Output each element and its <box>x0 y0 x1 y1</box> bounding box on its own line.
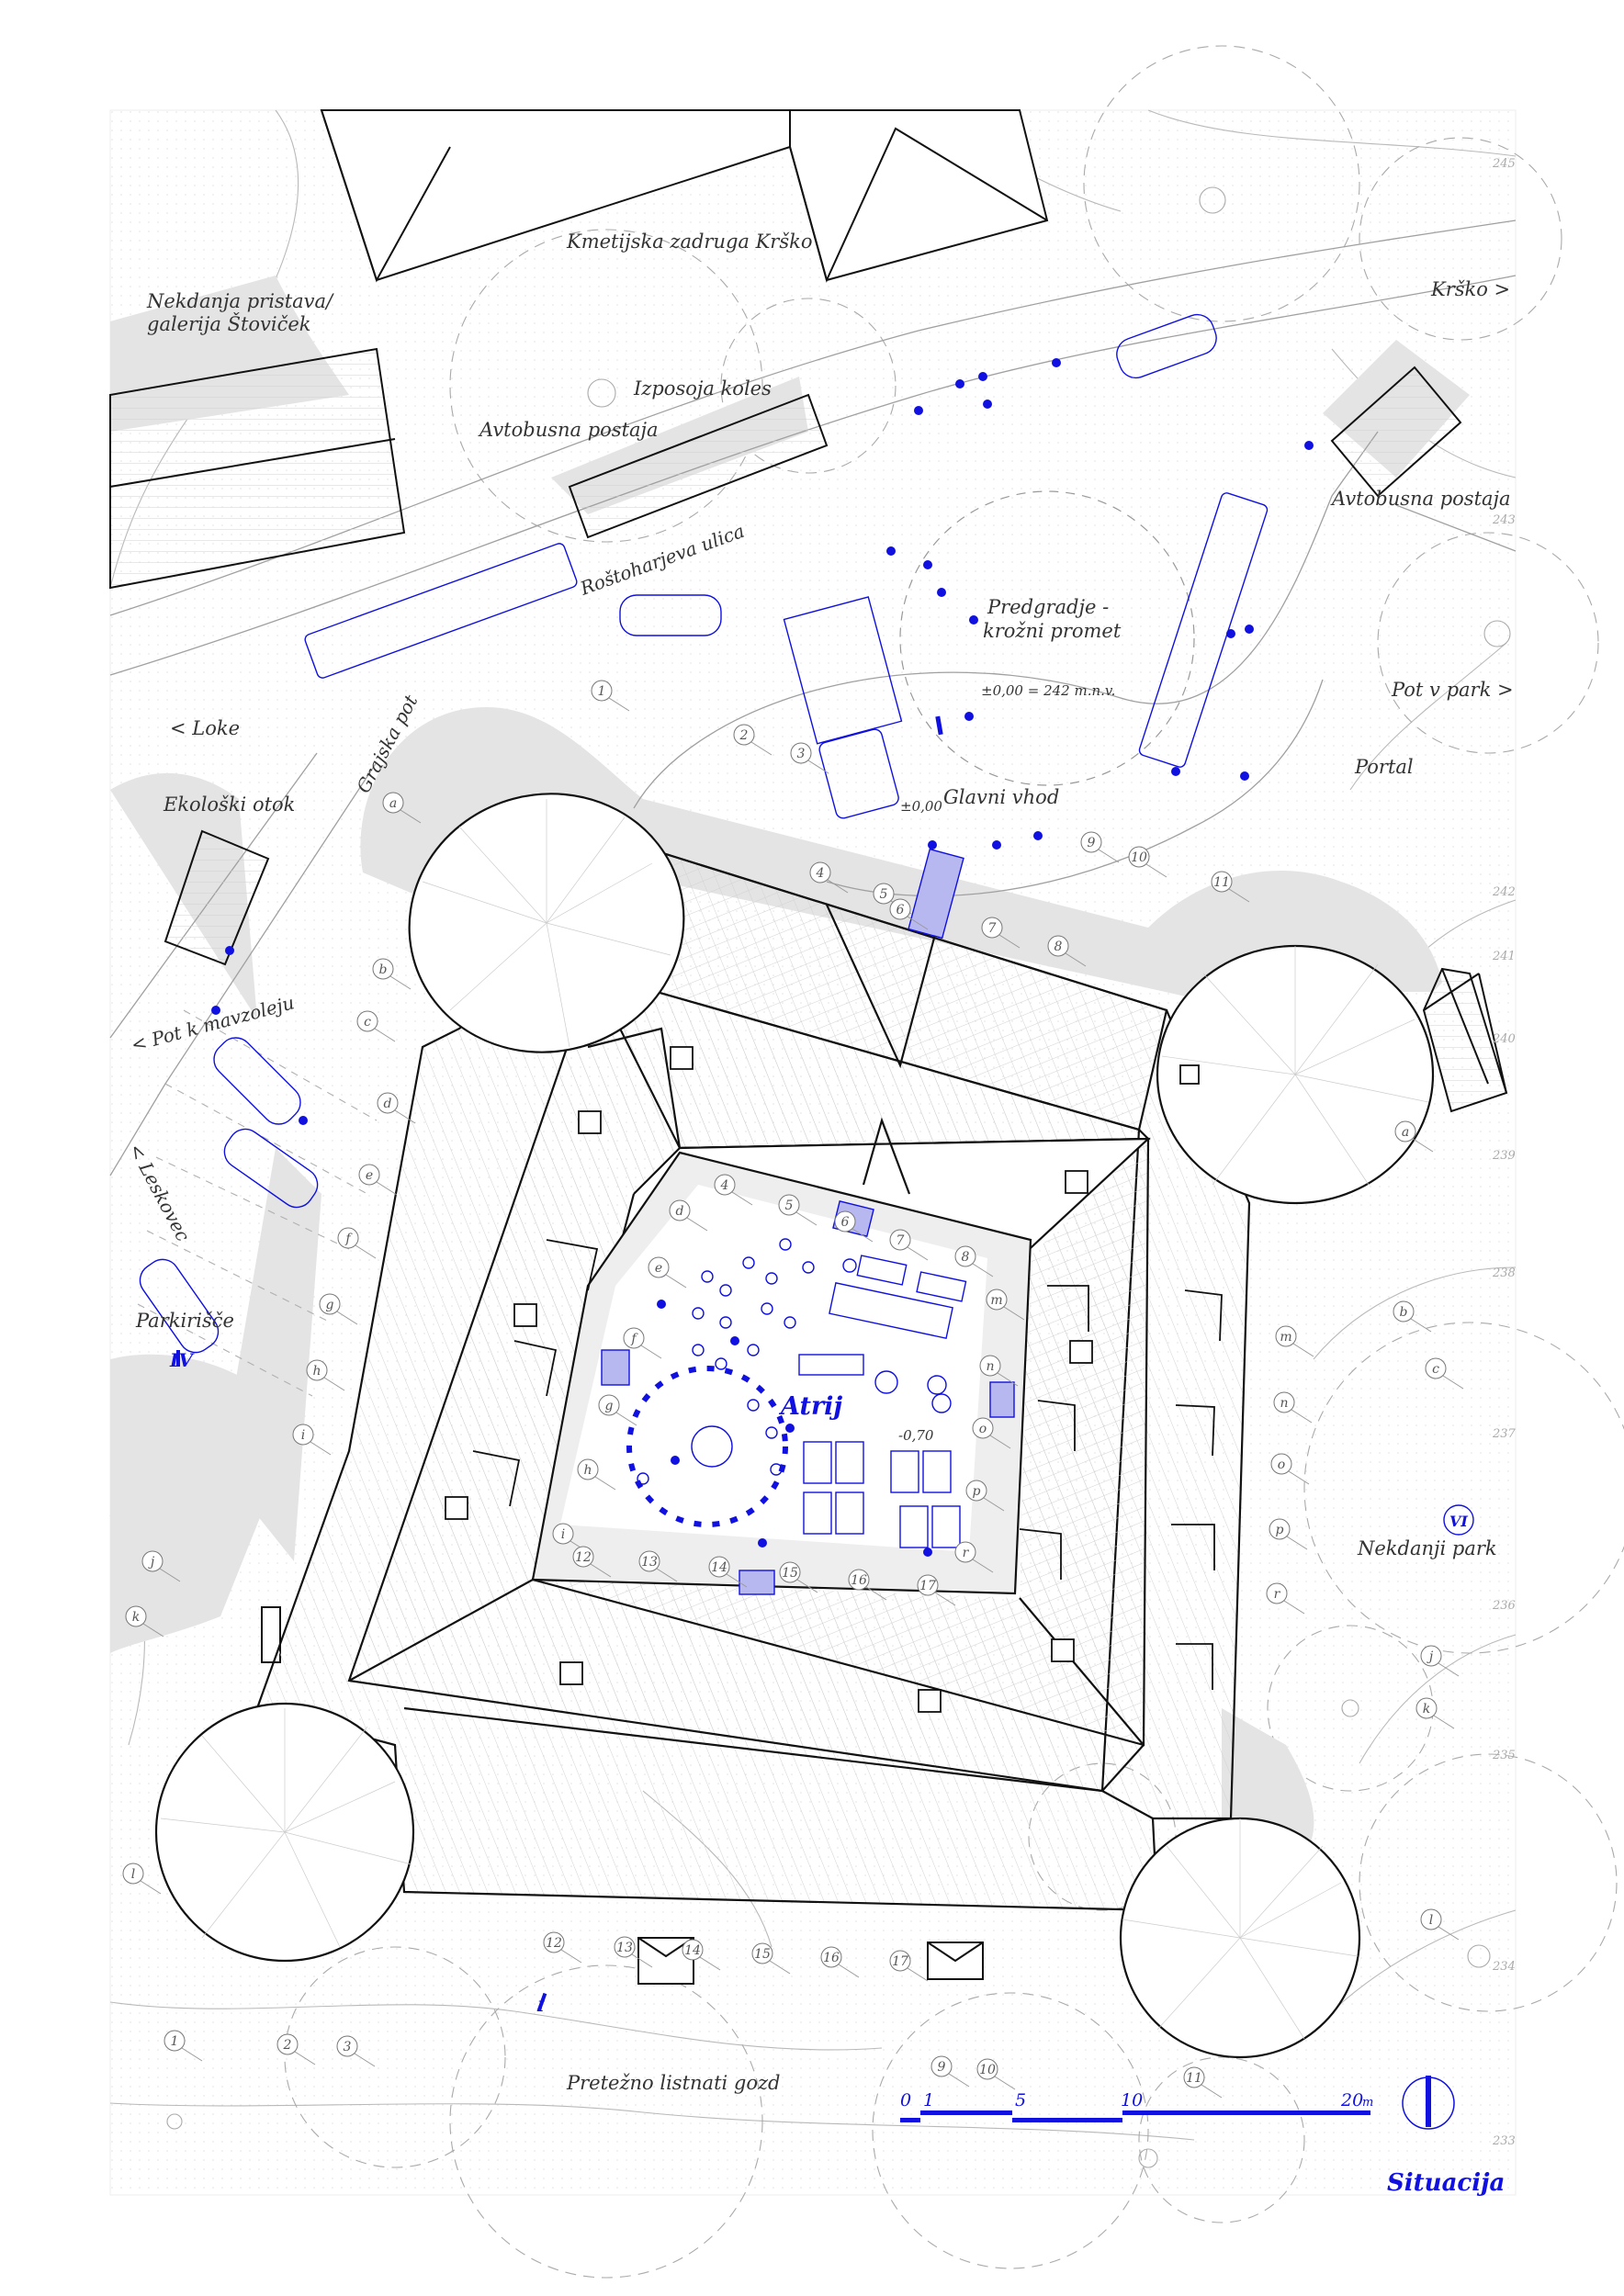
entrance-path <box>908 848 964 940</box>
truck <box>783 596 903 745</box>
bus-north <box>304 543 578 679</box>
tower-radial-lines <box>160 799 1429 2040</box>
roundabout <box>899 490 1195 786</box>
dormers <box>472 1239 1223 1690</box>
car-3 <box>213 1037 301 1125</box>
skylights <box>445 1046 1200 1713</box>
tree-canopies <box>284 45 1624 2279</box>
car-4 <box>223 1128 319 1209</box>
car-1 <box>619 594 722 636</box>
surrounding-buildings <box>109 109 1508 1985</box>
parking-lot <box>137 1009 378 1397</box>
people-symbols <box>211 358 1314 1557</box>
north-arrow <box>1402 2076 1455 2130</box>
atrium-furniture <box>626 1238 967 1548</box>
scale-bar <box>900 2110 1370 2122</box>
car-2 <box>1116 313 1217 379</box>
bus-east <box>1138 492 1269 768</box>
section-marks <box>176 715 1474 2012</box>
car-5 <box>139 1258 220 1354</box>
